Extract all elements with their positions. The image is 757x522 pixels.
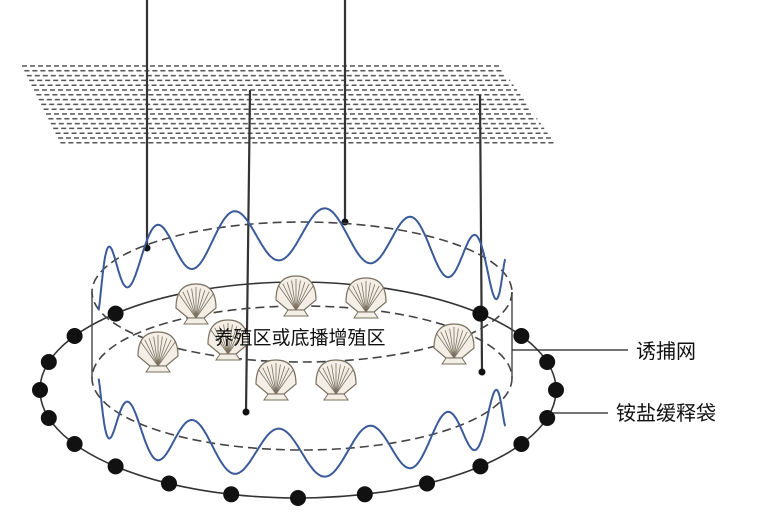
ammonium-bead-string (32, 305, 564, 506)
scallop-shell-icon (433, 323, 475, 365)
bead-icon (107, 458, 124, 475)
bead-icon (539, 410, 556, 426)
water-surface (22, 65, 555, 144)
bead-icon (513, 436, 530, 452)
bead-icon (539, 354, 556, 370)
scallop-shell-icon (207, 319, 249, 361)
suspension-rope (244, 89, 252, 413)
bead-icon (66, 328, 83, 344)
trap-net-label: 诱捕网 (636, 339, 696, 363)
net-wave-bottom (97, 378, 507, 478)
bead-icon (356, 486, 373, 503)
bead-icon (223, 486, 240, 503)
scallop-shell-icon (315, 359, 357, 401)
rope-anchor (478, 368, 486, 376)
scallop-shell-icon (255, 359, 297, 401)
net-wave-top (97, 207, 507, 311)
scallop-shell-icon (345, 277, 387, 319)
ammonium-bag-label: 铵盐缓释袋 (616, 401, 716, 425)
suspension-rope (478, 94, 484, 373)
bead-icon (419, 475, 435, 492)
bead-icon (40, 354, 57, 370)
scallop-shell-icon (275, 275, 317, 317)
bead-icon (513, 328, 530, 344)
bead-icon (548, 382, 564, 398)
scallop-shells (137, 275, 475, 401)
bead-icon (32, 382, 48, 398)
bead-icon (161, 475, 177, 492)
bead-icon (472, 458, 489, 475)
bead-icon (107, 305, 124, 322)
rope-anchor (242, 408, 250, 416)
scallop-shell-icon (137, 331, 179, 373)
bead-icon (472, 305, 489, 322)
bead-icon (66, 436, 83, 452)
bead-icon (290, 490, 306, 506)
scallop-shell-icon (175, 283, 217, 325)
suspension-ropes (143, 0, 486, 416)
bead-icon (40, 410, 57, 426)
center-area-label: 养殖区或底播增殖区 (214, 327, 385, 349)
